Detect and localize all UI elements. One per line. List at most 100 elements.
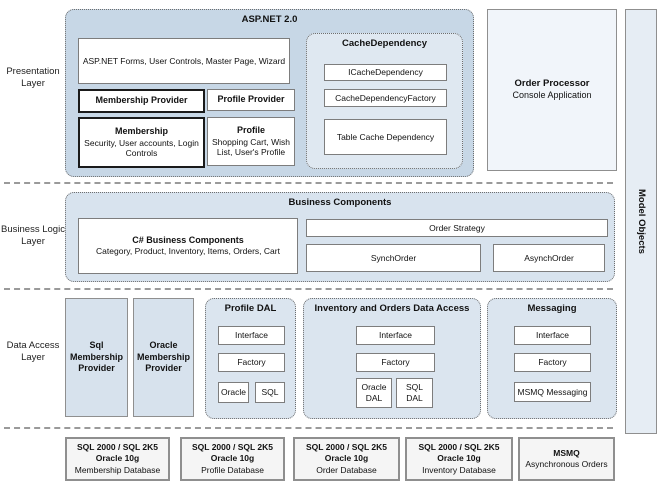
- membership-database-line2: Oracle 10g: [95, 453, 140, 464]
- oracle-membership-provider-box: Oracle Membership Provider: [133, 298, 194, 417]
- data-access-layer-label: Data Access Layer: [1, 340, 65, 365]
- profile-dal-oracle-box: Oracle: [218, 382, 249, 403]
- membership-database-line1: SQL 2000 / SQL 2K5: [77, 441, 158, 452]
- cachedependency-group: CacheDependency ICacheDependency CacheDe…: [306, 33, 463, 169]
- icachedependency-label: ICacheDependency: [348, 67, 423, 78]
- profile-dal-sql-box: SQL: [255, 382, 285, 403]
- presentation-layer-label: Presentation Layer: [1, 66, 65, 91]
- msmq-asynchronous-orders-box: MSMQ Asynchronous Orders: [518, 437, 615, 481]
- profile-database-box: SQL 2000 / SQL 2K5 Oracle 10g Profile Da…: [180, 437, 285, 481]
- inventory-database-line2: Oracle 10g: [437, 453, 481, 464]
- msmq-messaging-box: MSMQ Messaging: [514, 382, 591, 402]
- data-access-layer-label-line2: Layer: [21, 352, 45, 364]
- msmq-box-subtitle: Asynchronous Orders: [525, 459, 608, 469]
- sql-dal-box: SQL DAL: [396, 378, 433, 408]
- order-processor-subtitle: Console Application: [512, 90, 592, 101]
- inventory-factory-label: Factory: [381, 357, 410, 368]
- membership-box: Membership Security, User accounts, Logi…: [78, 117, 205, 168]
- csharp-business-components-subtitle: Category, Product, Inventory, Items, Ord…: [96, 246, 280, 257]
- msmq-messaging-label: MSMQ Messaging: [517, 386, 588, 397]
- order-strategy-box: Order Strategy: [306, 219, 608, 237]
- order-database-line3: Order Database: [316, 464, 377, 475]
- aspnet-container: ASP.NET 2.0 ASP.NET Forms, User Controls…: [65, 9, 474, 177]
- inventory-interface-box: Interface: [356, 326, 435, 345]
- membership-database-box: SQL 2000 / SQL 2K5 Oracle 10g Membership…: [65, 437, 170, 481]
- profile-dal-sql-label: SQL: [261, 387, 279, 398]
- model-objects-bar: Model Objects: [625, 9, 657, 434]
- order-database-box: SQL 2000 / SQL 2K5 Oracle 10g Order Data…: [293, 437, 400, 481]
- order-database-line1: SQL 2000 / SQL 2K5: [306, 441, 387, 452]
- aspnet-container-title: ASP.NET 2.0: [241, 14, 298, 25]
- synchorder-label: SynchOrder: [370, 252, 417, 263]
- membership-database-line3: Membership Database: [74, 464, 161, 475]
- aspnet-forms-box-label: ASP.NET Forms, User Controls, Master Pag…: [82, 55, 286, 66]
- data-access-layer-label-line1: Data Access: [6, 340, 60, 351]
- profile-database-line2: Oracle 10g: [210, 453, 255, 464]
- profile-dal-interface-box: Interface: [218, 326, 285, 345]
- membership-provider-label: Membership Provider: [95, 95, 188, 106]
- inventory-orders-group: Inventory and Orders Data Access Interfa…: [303, 298, 481, 419]
- business-components-container: Business Components C# Business Componen…: [65, 192, 615, 282]
- order-processor-title: Order Processor: [514, 77, 590, 89]
- icachedependency-box: ICacheDependency: [324, 64, 447, 81]
- oracle-dal-label: Oracle DAL: [361, 382, 387, 403]
- oracle-dal-box: Oracle DAL: [356, 378, 392, 408]
- business-components-title: Business Components: [288, 197, 392, 208]
- profile-dal-interface-label: Interface: [234, 330, 269, 341]
- profile-dal-title: Profile DAL: [224, 303, 277, 314]
- inventory-interface-label: Interface: [378, 330, 413, 341]
- messaging-interface-label: Interface: [535, 330, 570, 341]
- profile-provider-box: Profile Provider: [207, 89, 295, 111]
- profile-provider-label: Profile Provider: [217, 94, 285, 105]
- business-layer-label: Business Logic Layer: [1, 224, 65, 249]
- messaging-interface-box: Interface: [514, 326, 591, 345]
- membership-box-subtitle: Security, User accounts, Login Controls: [84, 137, 199, 159]
- order-processor-box: Order Processor Console Application: [487, 9, 617, 171]
- inventory-orders-title: Inventory and Orders Data Access: [314, 303, 470, 314]
- cachedependencyfactory-box: CacheDependencyFactory: [324, 89, 447, 107]
- csharp-business-components-box: C# Business Components Category, Product…: [78, 218, 298, 274]
- asynchorder-box: AsynchOrder: [493, 244, 605, 272]
- sql-membership-provider-box: Sql Membership Provider: [65, 298, 128, 417]
- business-layer-label-line2: Layer: [21, 236, 45, 248]
- profile-database-line3: Profile Database: [201, 464, 264, 475]
- inventory-database-line1: SQL 2000 / SQL 2K5: [418, 441, 500, 452]
- sql-membership-provider-label: Sql Membership Provider: [70, 339, 124, 374]
- messaging-group: Messaging Interface Factory MSMQ Messagi…: [487, 298, 617, 419]
- messaging-factory-label: Factory: [538, 357, 567, 368]
- profile-box-subtitle: Shopping Cart, Wish List, User's Profile: [212, 136, 290, 158]
- aspnet-forms-box: ASP.NET Forms, User Controls, Master Pag…: [78, 38, 290, 84]
- inventory-database-line3: Inventory Database: [422, 464, 496, 475]
- cachedependencyfactory-label: CacheDependencyFactory: [335, 92, 436, 103]
- table-cache-dependency-box: Table Cache Dependency: [324, 119, 447, 155]
- profile-dal-oracle-label: Oracle: [220, 387, 247, 398]
- synchorder-box: SynchOrder: [306, 244, 481, 272]
- profile-box: Profile Shopping Cart, Wish List, User's…: [207, 117, 295, 166]
- presentation-layer-label-line2: Layer: [21, 78, 45, 90]
- inventory-database-box: SQL 2000 / SQL 2K5 Oracle 10g Inventory …: [405, 437, 513, 481]
- model-objects-label: Model Objects: [636, 189, 648, 254]
- order-strategy-label: Order Strategy: [429, 222, 485, 233]
- separator-dataaccess-databases: [4, 427, 613, 429]
- business-layer-label-line1: Business Logic: [1, 224, 65, 235]
- profile-dal-group: Profile DAL Interface Factory Oracle SQL: [205, 298, 296, 419]
- profile-dal-factory-label: Factory: [237, 357, 266, 368]
- profile-database-line1: SQL 2000 / SQL 2K5: [192, 441, 273, 452]
- asynchorder-label: AsynchOrder: [524, 252, 574, 263]
- cachedependency-group-title: CacheDependency: [341, 38, 427, 49]
- profile-box-title: Profile: [236, 125, 265, 136]
- sql-dal-label: SQL DAL: [405, 382, 423, 403]
- messaging-factory-box: Factory: [514, 353, 591, 372]
- membership-box-title: Membership: [114, 126, 168, 137]
- msmq-box-title: MSMQ: [553, 447, 580, 458]
- order-database-line2: Oracle 10g: [324, 453, 369, 464]
- profile-dal-factory-box: Factory: [218, 353, 285, 372]
- oracle-membership-provider-label: Oracle Membership Provider: [137, 339, 191, 374]
- separator-business-dataaccess: [4, 288, 613, 290]
- presentation-layer-label-line1: Presentation: [6, 66, 60, 77]
- membership-provider-box: Membership Provider: [78, 89, 205, 113]
- messaging-title: Messaging: [527, 303, 577, 314]
- inventory-factory-box: Factory: [356, 353, 435, 372]
- csharp-business-components-title: C# Business Components: [132, 235, 244, 246]
